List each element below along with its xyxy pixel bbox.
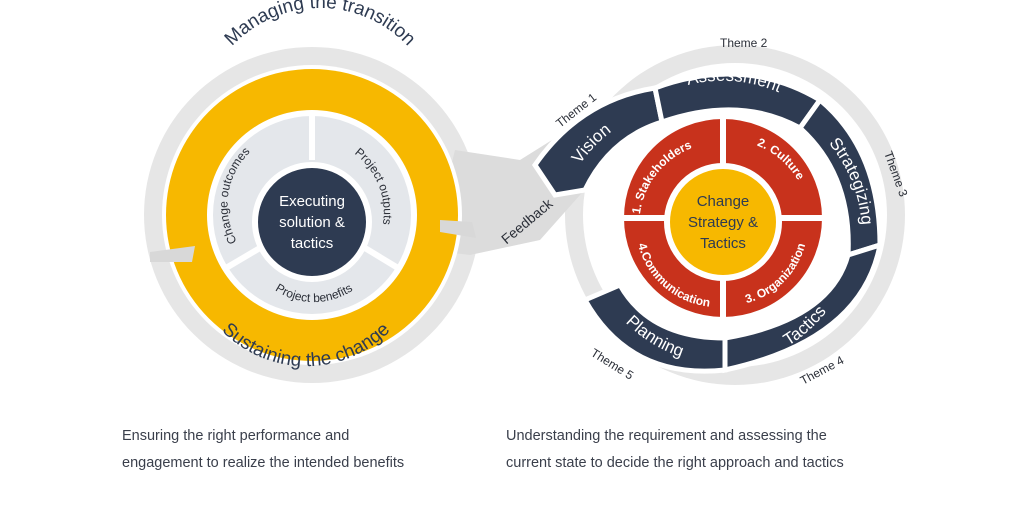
- managing-transition-label: Managing the transition: [221, 0, 420, 50]
- right-caption: Understanding the requirement and assess…: [506, 423, 926, 477]
- left-caption-line-2: engagement to realize the intended benef…: [122, 455, 405, 471]
- stage-segments: [531, 71, 884, 374]
- ring-notch-left: [150, 246, 195, 262]
- right-center-line-2: Strategy &: [688, 214, 758, 231]
- right-caption-line-1: Understanding the requirement and assess…: [506, 428, 827, 444]
- stage-planning: [581, 281, 728, 374]
- left-center-line-2: solution &: [279, 214, 345, 231]
- left-caption-line-1: Ensuring the right performance and: [122, 428, 350, 444]
- left-center-line-3: tactics: [291, 235, 334, 252]
- left-loop: Executing solution & tactics Change outc…: [150, 0, 476, 371]
- left-caption: Ensuring the right performance and engag…: [122, 423, 502, 477]
- right-caption-line-2: current state to decide the right approa…: [506, 455, 844, 471]
- right-center-line-1: Change: [697, 193, 750, 210]
- right-center-circle: [664, 163, 782, 281]
- left-center-line-1: Executing: [279, 193, 345, 210]
- right-center-line-3: Tactics: [700, 235, 746, 252]
- ring-notch-right: [440, 220, 476, 238]
- left-center-circle: [252, 162, 372, 282]
- theme-2-label: Theme 2: [720, 36, 768, 50]
